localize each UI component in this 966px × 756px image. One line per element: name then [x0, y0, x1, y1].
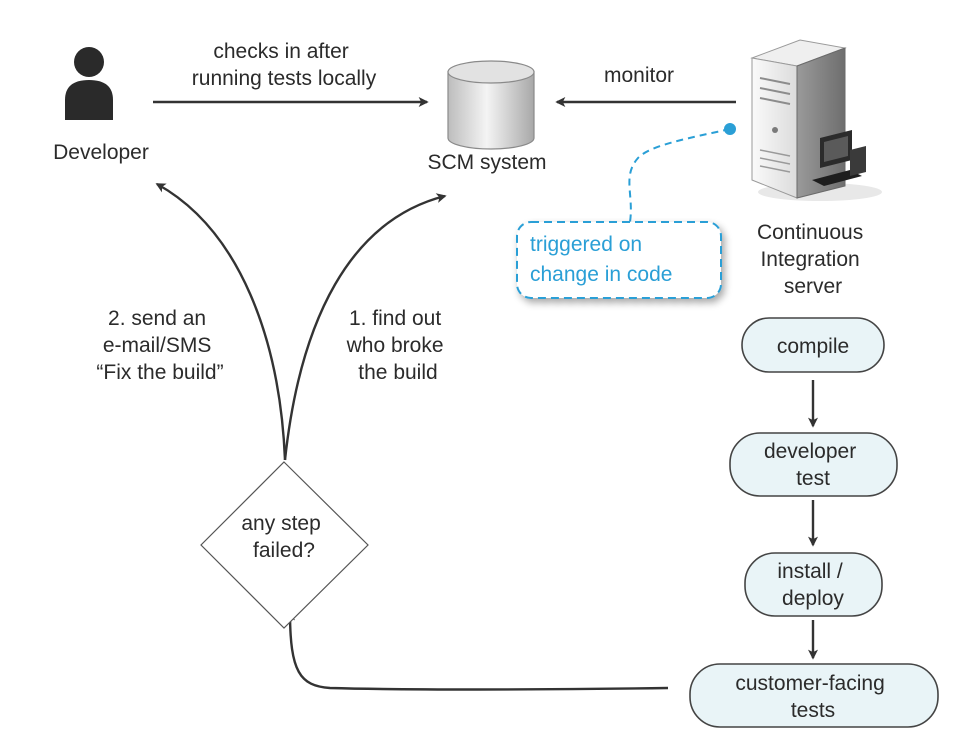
- database-icon: [447, 60, 535, 150]
- checkin-label-line: running tests locally: [192, 67, 377, 90]
- developer-test-step: [729, 432, 898, 497]
- ci-server-label-line: server: [784, 275, 842, 298]
- developer-icon: [65, 47, 113, 120]
- find-out-label-line: the build: [358, 361, 437, 384]
- trigger-dot: [724, 123, 736, 135]
- decision-label-line: failed?: [253, 539, 315, 562]
- find-culprit-arrow: [283, 193, 447, 461]
- install-deploy-step-line: install /: [777, 560, 843, 583]
- monitor-label: monitor: [604, 64, 674, 87]
- install-deploy-step: [744, 552, 883, 617]
- install-deploy-step-line: deploy: [782, 587, 844, 610]
- notify-label-line: 2. send an: [108, 307, 206, 330]
- trigger-connector: [628, 128, 731, 223]
- find-out-label-line: who broke: [346, 334, 444, 357]
- notify-developer-arrow: [155, 182, 287, 461]
- developer-test-step-label: developer test: [764, 440, 862, 490]
- server-icon: [750, 39, 882, 201]
- checkin-label-line: checks in after: [213, 40, 348, 63]
- notify-label-line: e-mail/SMS: [103, 334, 212, 357]
- customer-facing-tests-line: tests: [791, 699, 835, 722]
- decision-label: any step failed?: [241, 512, 326, 562]
- checkin-label: checks in after running tests locally: [192, 40, 377, 90]
- trigger-note-line: triggered on: [530, 233, 642, 256]
- install-deploy-step-label: install / deploy: [777, 560, 848, 610]
- ci-server-label: Continuous Integration server: [757, 221, 869, 298]
- notify-label: 2. send an e-mail/SMS “Fix the build”: [96, 307, 223, 384]
- customer-facing-tests-line: customer-facing: [735, 672, 884, 695]
- find-out-label: 1. find out who broke the build: [346, 307, 450, 384]
- customer-facing-tests-step: [689, 663, 939, 728]
- compile-step: [741, 317, 885, 373]
- developer-label: Developer: [53, 141, 149, 164]
- trigger-note-line: change in code: [530, 263, 672, 286]
- scm-system-label: SCM system: [427, 151, 546, 174]
- compile-step-label: compile: [777, 335, 849, 358]
- customer-facing-tests-label: customer-facing tests: [735, 672, 890, 722]
- notify-label-line: “Fix the build”: [96, 361, 223, 384]
- ci-server-label-line: Integration: [760, 248, 859, 271]
- trigger-note-text: triggered on change in code: [530, 233, 672, 286]
- developer-test-step-line: test: [796, 467, 830, 490]
- developer-test-step-line: developer: [764, 440, 856, 463]
- trigger-note: [516, 221, 722, 299]
- decision-diamond: [200, 461, 369, 629]
- find-out-label-line: 1. find out: [349, 307, 441, 330]
- ci-server-label-line: Continuous: [757, 221, 863, 244]
- tests-to-decision-arrow: [285, 610, 669, 691]
- compile-step-line: compile: [777, 335, 849, 358]
- decision-label-line: any step: [241, 512, 320, 535]
